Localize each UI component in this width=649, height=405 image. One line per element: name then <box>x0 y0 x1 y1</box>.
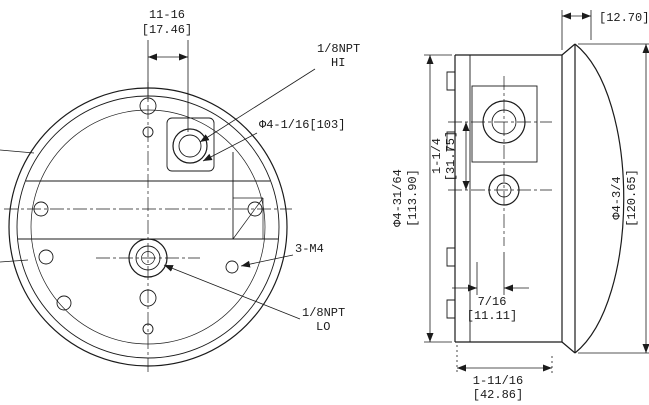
dim-port-depth: 7/16 [11.11] <box>452 252 529 323</box>
bracket-tab <box>446 247 455 267</box>
bolt-circle-label: Φ4-1/16[103] <box>259 118 345 132</box>
dim-lip-depth-mm: [12.70] <box>599 11 649 25</box>
leader-line <box>240 254 294 268</box>
dim-lip-depth: [12.70] <box>561 10 649 50</box>
port-hi-sublabel: HI <box>331 56 345 70</box>
dim-flange-dia-mm: [113.90] <box>406 169 420 227</box>
port-hi-label: 1/8NPT <box>317 42 360 56</box>
dim-port-offset-in: 11-16 <box>149 8 185 22</box>
dim-case-depth: 1-11/16 [42.86] <box>456 345 553 402</box>
bracket-tab <box>446 299 455 319</box>
dim-flange-dia: Φ4-31/64 [113.90] <box>391 54 452 343</box>
hi-port-hole-inner <box>178 134 202 158</box>
dim-bezel-dia: Φ4-3/4 [120.65] <box>578 43 649 354</box>
leader-line <box>202 132 258 162</box>
dim-case-depth-mm: [42.86] <box>473 388 523 402</box>
hole <box>139 289 157 307</box>
label-port-hi: 1/8NPT HI <box>199 42 360 143</box>
label-bolt-circle: Φ4-1/16[103] <box>202 118 345 162</box>
hole <box>142 323 154 335</box>
leader-line <box>163 264 301 320</box>
dim-bezel-dia-mm: [120.65] <box>625 169 639 227</box>
front-view <box>0 82 292 374</box>
dim-port-offset-mm: [17.46] <box>142 23 192 37</box>
port-lo-sublabel: LO <box>316 320 330 334</box>
leader-line <box>0 259 29 263</box>
lo-port-hole <box>135 245 161 271</box>
leader-line <box>0 149 35 154</box>
bracket-tab <box>446 71 455 91</box>
dim-port-spacing-mm: [31.75] <box>444 131 458 181</box>
dim-port-spacing-in: 1-1/4 <box>430 138 444 174</box>
bezel-chamfer-line <box>561 341 576 354</box>
bezel-curve <box>574 43 625 354</box>
port-boss <box>471 85 538 163</box>
hole <box>38 249 54 265</box>
hole <box>247 201 263 217</box>
m4-thread-hole <box>225 260 239 274</box>
bracket-diagonal-line <box>232 197 264 240</box>
lo-port-hole-inner <box>141 251 155 265</box>
lo-port-hub <box>128 238 168 278</box>
dim-bezel-dia-in: Φ4-3/4 <box>610 176 624 219</box>
dim-port-spacing: 1-1/4 [31.75] <box>430 122 470 190</box>
hi-port-hole <box>172 128 208 164</box>
dim-flange-dia-in: Φ4-31/64 <box>391 169 405 227</box>
dim-port-depth-in: 7/16 <box>478 295 507 309</box>
port-lo-label: 1/8NPT <box>302 306 345 320</box>
label-mount-holes: 3-M4 <box>240 242 324 268</box>
leader-line <box>199 68 316 143</box>
hole <box>33 201 49 217</box>
hole <box>142 126 154 138</box>
label-port-lo: 1/8NPT LO <box>163 264 345 334</box>
dim-port-depth-mm: [11.11] <box>467 309 517 323</box>
dim-port-offset: 11-16 [17.46] <box>142 8 192 132</box>
hole <box>56 295 72 311</box>
bracket-tab <box>446 131 455 151</box>
dim-case-depth-in: 1-11/16 <box>473 374 523 388</box>
hi-port-boss <box>166 117 215 172</box>
mount-holes-label: 3-M4 <box>295 242 324 256</box>
side-view <box>446 43 625 354</box>
bezel-chamfer-line <box>561 43 576 56</box>
